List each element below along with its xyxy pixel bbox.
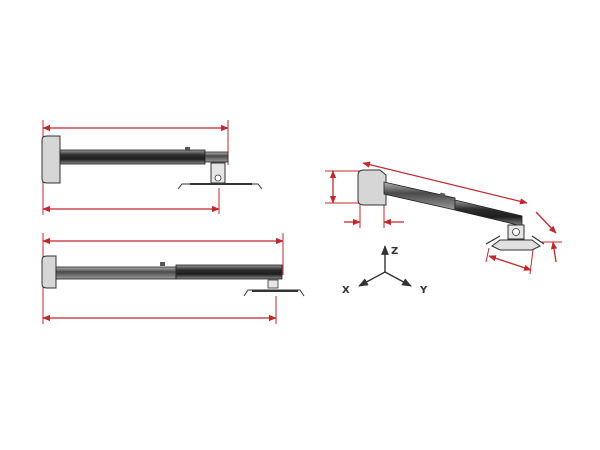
axis-triad-icon: Z X Y	[342, 245, 428, 296]
extension-line	[529, 249, 534, 275]
dimension-line-height	[535, 211, 557, 234]
arm-knob	[439, 192, 446, 198]
arm-inner-tube	[175, 264, 283, 280]
y-axis-label: Y	[419, 285, 428, 296]
arm-inner-tube	[454, 199, 523, 227]
y-axis-arrow	[384, 271, 412, 287]
plate-arm	[531, 235, 545, 245]
dimension-line-height	[550, 241, 558, 263]
bracket-bolt	[214, 174, 222, 182]
x-axis-label: X	[342, 285, 350, 296]
dimension-line-arm-length	[362, 161, 528, 205]
arm-knob	[185, 147, 190, 151]
plate-arm	[485, 235, 501, 245]
ceiling-plate	[491, 239, 541, 251]
view-extended	[41, 233, 305, 324]
view-retracted	[41, 120, 263, 215]
dimension-line-bracket-width	[488, 255, 532, 271]
x-axis-arrow	[358, 271, 386, 287]
arm-inner-tube	[204, 151, 229, 163]
arm-knob	[160, 262, 165, 266]
arm-tube-icon	[59, 149, 206, 165]
bracket-bolt	[512, 228, 520, 236]
view-perspective	[325, 161, 562, 275]
wall-plate-icon	[357, 169, 387, 206]
wall-plate-icon	[41, 135, 61, 184]
arm-tube-icon	[55, 266, 177, 280]
extension-line	[485, 247, 490, 263]
z-axis-label: Z	[391, 246, 398, 257]
wall-plate-icon	[41, 255, 57, 289]
projector-bracket-icon	[267, 279, 279, 289]
